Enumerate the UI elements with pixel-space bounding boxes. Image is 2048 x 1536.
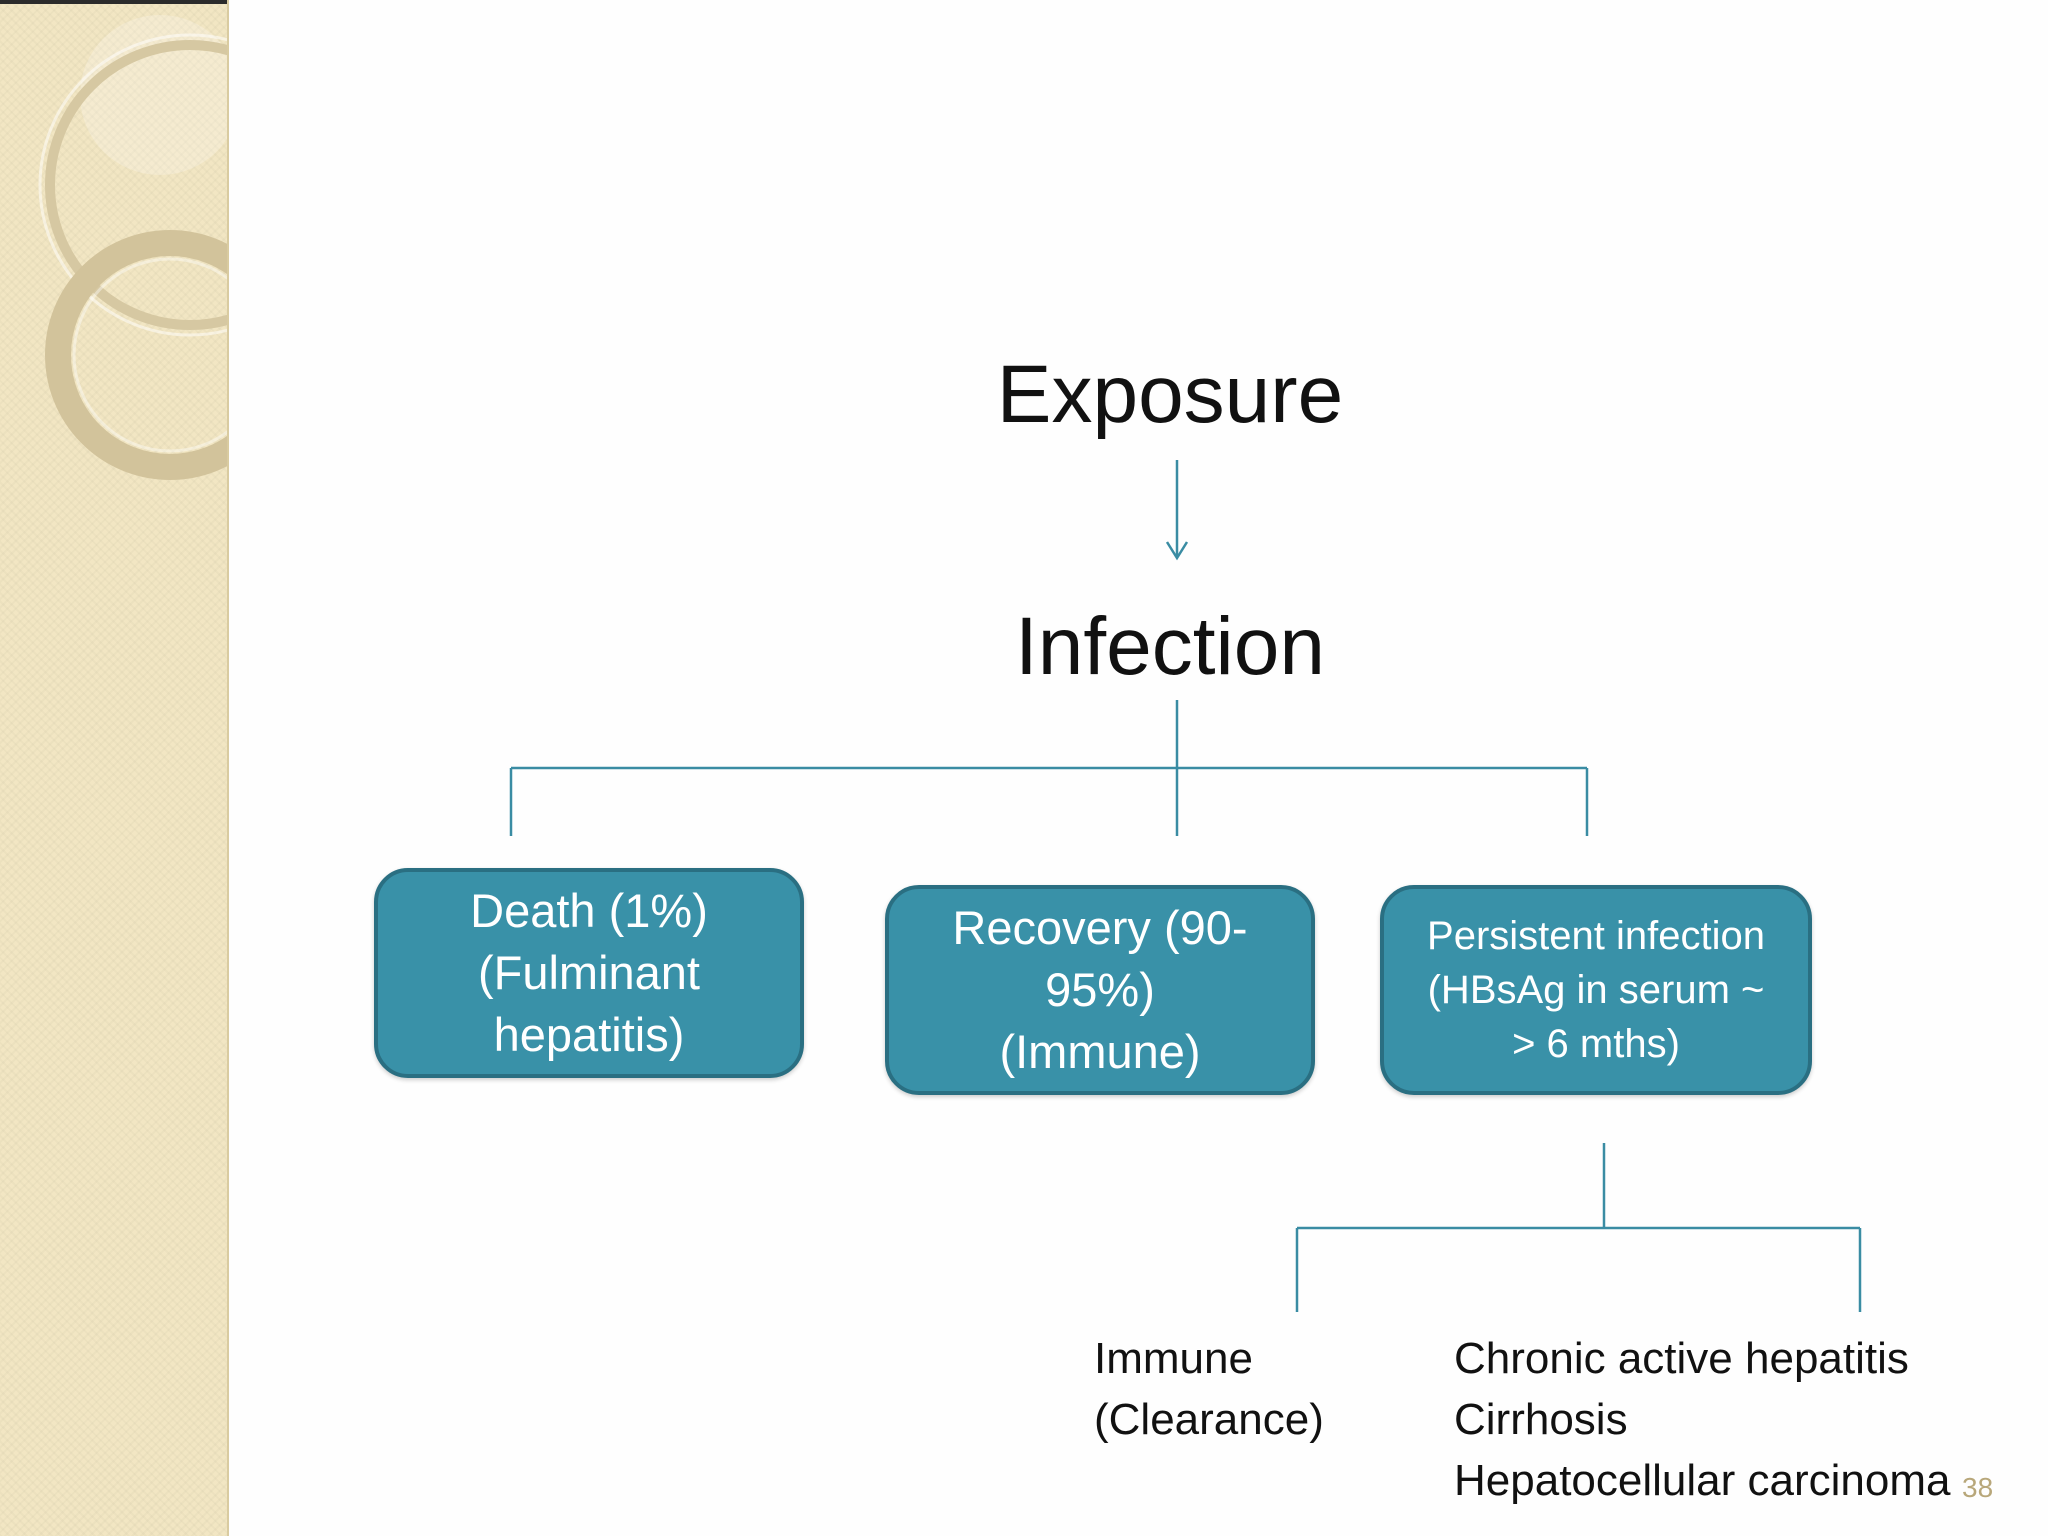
chronic-line-2: Cirrhosis <box>1454 1395 1628 1444</box>
node-infection: Infection <box>1015 601 1325 692</box>
persistent-line-1: Persistent infection <box>1427 914 1765 958</box>
node-recovery-box: Recovery (90- 95%) (Immune) <box>885 885 1315 1095</box>
node-immune: Immune (Clearance) <box>1094 1328 1324 1450</box>
immune-line-1: Immune <box>1094 1334 1253 1383</box>
persistent-line-3: > 6 mths) <box>1512 1022 1680 1066</box>
immune-line-2: (Clearance) <box>1094 1395 1324 1444</box>
page-number: 38 <box>1962 1472 1994 1503</box>
persistent-line-2: (HBsAg in serum ~ <box>1427 968 1765 1012</box>
node-exposure: Exposure <box>996 349 1344 440</box>
node-death-box: Death (1%) (Fulminant hepatitis) <box>374 868 804 1078</box>
death-line-2: (Fulminant <box>477 946 700 999</box>
node-persistent-box: Persistent infection (HBsAg in serum ~ >… <box>1380 885 1812 1095</box>
chronic-line-1: Chronic active hepatitis <box>1454 1334 1909 1383</box>
recovery-line-3: (Immune) <box>999 1025 1201 1078</box>
arrowhead-infection <box>1165 541 1189 561</box>
sidebar-top-edge <box>0 0 227 4</box>
decorative-sidebar <box>0 0 229 1536</box>
death-line-1: Death (1%) <box>470 884 708 937</box>
recovery-line-2: 95%) <box>1045 963 1155 1016</box>
decorative-rings-icon <box>38 15 227 480</box>
death-line-3: hepatitis) <box>493 1008 685 1061</box>
chronic-line-3: Hepatocellular carcinoma <box>1454 1456 1951 1505</box>
node-chronic: Chronic active hepatitis Cirrhosis Hepat… <box>1454 1328 1950 1511</box>
recovery-line-1: Recovery (90- <box>952 901 1248 954</box>
